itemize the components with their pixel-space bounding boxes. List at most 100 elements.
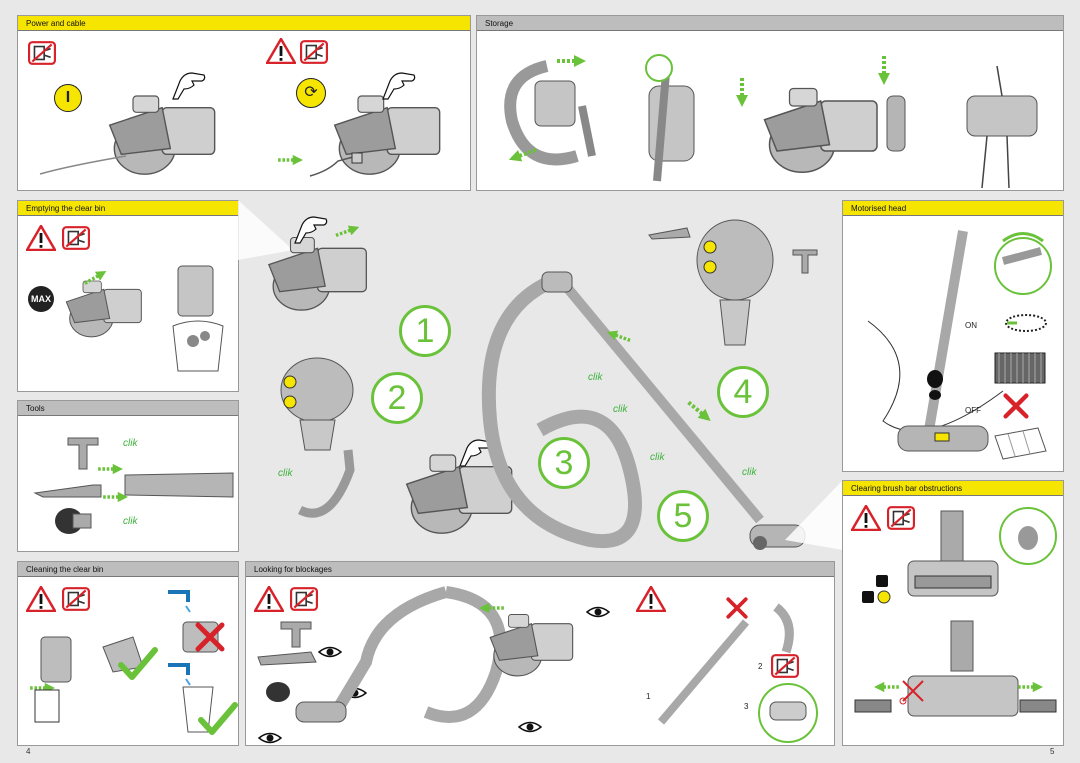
carpet-icon [994, 352, 1046, 384]
bin-empty-illustration [172, 265, 224, 372]
switch-button-icon: I [54, 84, 82, 112]
tap-icon [168, 590, 191, 613]
storage-header: Storage [477, 16, 1063, 31]
tool-crevice-icon [648, 227, 691, 240]
step-2: 2 [371, 372, 423, 424]
tool-combination-icon [792, 249, 818, 274]
motorised-head-panel: Motorised head ON OFF [842, 200, 1064, 472]
blockages-panel: Looking for blockages 2 1 3 [245, 561, 835, 746]
tool-combination-icon [67, 437, 99, 470]
cyclone-wash-illustration [182, 621, 219, 653]
brush-bar-header: Clearing brush bar obstructions [843, 481, 1063, 496]
floor-head-illustration [749, 524, 806, 550]
unplug-icon [62, 226, 90, 250]
hose-attach-illustration [297, 449, 355, 518]
lock-icon [862, 575, 891, 604]
blockages-header: Looking for blockages [246, 562, 834, 577]
arrow-icon [878, 56, 890, 85]
release-detail-circle [758, 683, 818, 743]
unplug-icon [771, 654, 799, 678]
clik-label: clik [588, 372, 603, 383]
hand-icon-2 [378, 61, 418, 101]
grip-detail-circle [994, 232, 1052, 295]
emptying-bin-header: Emptying the clear bin [18, 201, 238, 216]
cross-icon [195, 622, 225, 652]
brush-bar-right [1019, 699, 1057, 713]
off-label: OFF [965, 406, 981, 415]
scissors-icon [899, 680, 924, 705]
check-icon [198, 702, 238, 736]
storage-panel: Storage [476, 15, 1064, 191]
wand-end-illustration [124, 472, 234, 498]
on-label: ON [965, 321, 977, 330]
arrow-icon [278, 154, 304, 166]
brush-bar-panel: Clearing brush bar obstructions [842, 480, 1064, 746]
emptying-bin-panel: Emptying the clear bin MAX [17, 200, 239, 392]
main-hose-illustration [481, 271, 764, 549]
warning-icon [26, 586, 56, 612]
clik-label: clik [613, 404, 628, 415]
arrow-icon [478, 602, 504, 614]
step-4: 4 [717, 366, 769, 418]
warning-icon [266, 38, 296, 64]
clik-label: clik [278, 468, 293, 479]
wand-illustration [645, 54, 695, 182]
arrow-icon [873, 681, 899, 693]
clik-label: clik [742, 467, 757, 478]
page-number-left: 4 [26, 747, 31, 756]
tool-brush-icon [55, 508, 92, 534]
step-b3-label: 3 [744, 702, 749, 711]
arrow-icon [103, 491, 129, 503]
brush-head-illustration [907, 510, 999, 597]
carry-illustration [966, 65, 1038, 189]
step-1: 1 [399, 305, 451, 357]
power-cable-header: Power and cable [18, 16, 470, 31]
tools-panel: Tools clik clik [17, 400, 239, 552]
step-b2-label: 2 [758, 662, 763, 671]
max-label: MAX [28, 286, 54, 312]
cleaning-bin-header: Cleaning the clear bin [18, 562, 238, 577]
hose-blockage-illustration [295, 586, 507, 723]
tool-illustration [886, 95, 906, 152]
clik-label: clik [123, 516, 138, 527]
cyclone-illustration [40, 636, 72, 683]
foot-icon [927, 370, 943, 400]
step-b1-label: 1 [646, 692, 651, 701]
brush-head-illustration-2 [907, 620, 1019, 717]
tap-icon-2 [168, 663, 191, 686]
tool-crevice-icon [33, 484, 102, 498]
hard-floor-icon [994, 427, 1047, 460]
endcap-detail-circle [999, 507, 1057, 565]
step-3: 3 [538, 437, 590, 489]
arrow-icon [557, 54, 587, 68]
check-icon [118, 647, 158, 681]
tools-group-illustration [257, 621, 317, 702]
unplug-icon [62, 587, 90, 611]
clik-label: clik [123, 438, 138, 449]
hose-wrap-illustration [504, 60, 596, 166]
hand-icon [168, 61, 208, 101]
clik-label: clik [650, 452, 665, 463]
arrow-icon [98, 463, 124, 475]
plug-icon [309, 152, 363, 177]
step-5: 5 [657, 490, 709, 542]
hand-icon [290, 205, 330, 245]
unplug-icon-2 [300, 40, 328, 64]
cyclone-illustration [280, 357, 354, 451]
cable-rewind-icon: ⟳ [296, 78, 326, 108]
arrow-icon [735, 78, 749, 108]
callout-wedge [238, 200, 293, 260]
arrow-icon [1018, 681, 1044, 693]
cleaning-bin-panel: Cleaning the clear bin [17, 561, 239, 746]
power-cable-panel: Power and cable I ⟳ [17, 15, 471, 191]
warning-icon [851, 505, 881, 531]
upright-wand-illustration [867, 230, 1004, 452]
warning-icon [26, 225, 56, 251]
brush-on-icon [1005, 314, 1047, 332]
upright-illustration [696, 219, 774, 346]
unplug-icon [28, 41, 56, 65]
cable-line [39, 155, 127, 175]
wand-blockage-illustration [657, 603, 794, 725]
cloth-icon [34, 689, 60, 723]
page-number-right: 5 [1050, 747, 1055, 756]
